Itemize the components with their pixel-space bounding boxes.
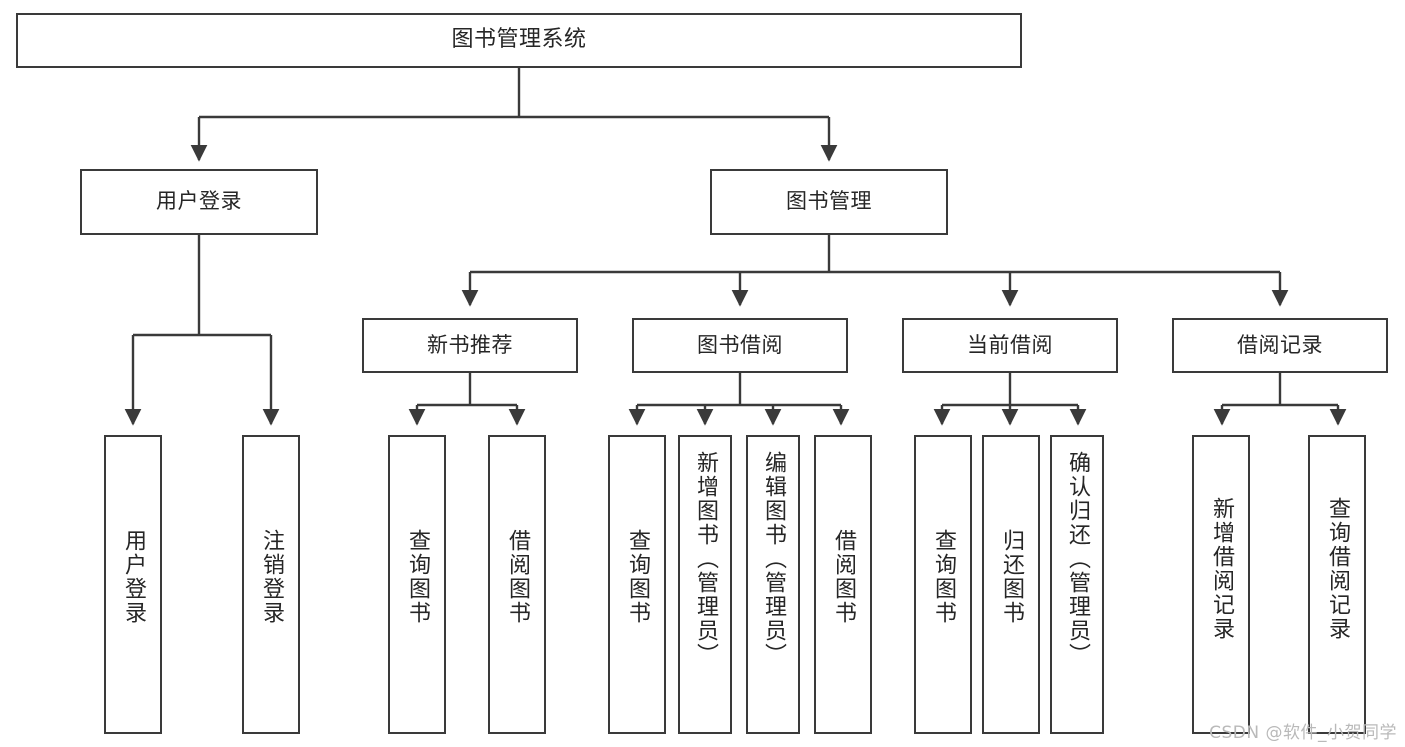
node-leaf-logout-label: 注销登录 [259, 529, 284, 625]
node-current-borrow[interactable]: 当前借阅 [902, 318, 1118, 373]
node-leaf-user-login-label: 用户登录 [121, 529, 146, 625]
node-leaf-query-book-borrow[interactable]: 查询图书 [608, 435, 666, 734]
node-borrow-record[interactable]: 借阅记录 [1172, 318, 1388, 373]
node-book-manage[interactable]: 图书管理 [710, 169, 948, 235]
node-leaf-borrow-book-borrow[interactable]: 借阅图书 [814, 435, 872, 734]
node-leaf-edit-book[interactable]: 编辑图书（管理员） [746, 435, 800, 734]
node-leaf-add-borrow-record-label: 新增借阅记录 [1209, 497, 1234, 641]
node-leaf-query-borrow-record-label: 查询借阅记录 [1325, 497, 1350, 641]
node-leaf-return-book[interactable]: 归还图书 [982, 435, 1040, 734]
node-leaf-add-borrow-record[interactable]: 新增借阅记录 [1192, 435, 1250, 734]
node-leaf-borrow-book-borrow-label: 借阅图书 [831, 529, 856, 625]
node-leaf-query-book-current-label: 查询图书 [931, 529, 956, 625]
node-book-borrow[interactable]: 图书借阅 [632, 318, 848, 373]
node-borrow-record-label: 借阅记录 [1237, 332, 1323, 357]
node-new-book-recommend[interactable]: 新书推荐 [362, 318, 578, 373]
node-leaf-add-book[interactable]: 新增图书（管理员） [678, 435, 732, 734]
node-leaf-return-book-label: 归还图书 [999, 529, 1024, 625]
node-user-login[interactable]: 用户登录 [80, 169, 318, 235]
node-leaf-query-book-recommend-label: 查询图书 [405, 529, 430, 625]
node-book-borrow-label: 图书借阅 [697, 332, 783, 357]
node-current-borrow-label: 当前借阅 [967, 332, 1053, 357]
node-leaf-borrow-book-recommend-label: 借阅图书 [505, 529, 530, 625]
node-leaf-confirm-return[interactable]: 确认归还（管理员） [1050, 435, 1104, 734]
node-leaf-add-book-label: 新增图书（管理员） [693, 451, 718, 667]
node-user-login-label: 用户登录 [156, 189, 242, 214]
node-leaf-borrow-book-recommend[interactable]: 借阅图书 [488, 435, 546, 734]
node-root-label: 图书管理系统 [451, 27, 587, 53]
node-leaf-confirm-return-label: 确认归还（管理员） [1065, 451, 1090, 667]
node-leaf-edit-book-label: 编辑图书（管理员） [761, 451, 786, 667]
node-root[interactable]: 图书管理系统 [16, 13, 1022, 68]
node-leaf-query-borrow-record[interactable]: 查询借阅记录 [1308, 435, 1366, 734]
node-new-book-recommend-label: 新书推荐 [427, 332, 513, 357]
csdn-watermark: CSDN @软件_小贺同学 [1209, 723, 1397, 743]
node-book-manage-label: 图书管理 [786, 189, 872, 214]
node-leaf-query-book-current[interactable]: 查询图书 [914, 435, 972, 734]
node-leaf-logout[interactable]: 注销登录 [242, 435, 300, 734]
node-leaf-query-book-recommend[interactable]: 查询图书 [388, 435, 446, 734]
node-leaf-query-book-borrow-label: 查询图书 [625, 529, 650, 625]
node-leaf-user-login[interactable]: 用户登录 [104, 435, 162, 734]
